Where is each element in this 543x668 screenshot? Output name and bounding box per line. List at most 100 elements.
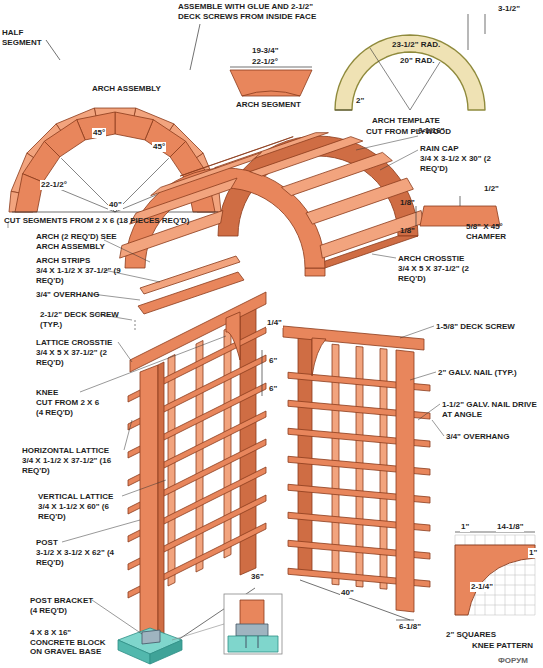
callout-label: 6-1/8" (398, 622, 422, 632)
callout-label: 3/4 X 5 X 37-1/2" (2 REQ'D) (36, 348, 126, 367)
callout-label: ФОРУМ (498, 656, 528, 666)
callout-label: 14-1/8" (496, 522, 524, 532)
dimension-line (262, 350, 263, 396)
callout-label: 2-1/4" (470, 582, 494, 592)
part-name: KNEE PATTERN (472, 641, 533, 651)
part-name: ARCH CROSSTIE (398, 254, 464, 264)
callout-label: 2" (356, 96, 364, 106)
callout-label: 4 X 8 X 16" CONCRETE BLOCK ON GRAVEL BAS… (30, 628, 108, 657)
inset-block (228, 636, 278, 652)
leader-line (118, 342, 132, 362)
leader-line (104, 240, 150, 262)
leader-line (372, 254, 396, 258)
vertical-lattice (196, 341, 203, 573)
leader-line (46, 40, 60, 60)
callout-label: 1/4" (266, 318, 283, 328)
leader-line (92, 600, 142, 634)
leader-line (124, 420, 132, 450)
callout-label: 3/4 X 5 X 37-1/2" (2 REQ'D) (398, 264, 498, 283)
dimension-line (335, 110, 352, 111)
callout-label: HALF SEGMENT (2, 28, 46, 47)
arch-template (335, 35, 485, 110)
callout-label: 3/4 X 1-1/2 X 60" (6 REQ'D) (38, 502, 128, 521)
lattice-crosstie (130, 292, 266, 372)
post-side (158, 362, 164, 640)
callout-label: CUT FROM 2 X 6 (4 REQ'D) (36, 398, 108, 417)
part-name: RAIN CAP (420, 144, 459, 154)
inset-bracket (236, 624, 268, 636)
lattice-crosstie (283, 326, 424, 350)
rain-cap-exploded (138, 272, 244, 314)
callout-label: 45° (152, 142, 166, 152)
callout-label: 2" SQUARES (446, 630, 496, 640)
part-name: POST (36, 538, 58, 548)
dimension-line (460, 196, 461, 206)
callout-label: 6" (268, 356, 278, 366)
callout-label: 1/8" (400, 226, 415, 236)
leader-line (432, 420, 444, 436)
vertical-lattice (224, 327, 231, 559)
arch-segment-detail (230, 70, 312, 96)
callout-label: CUT SEGMENTS FROM 2 X 6 (18 PIECES REQ'D… (4, 216, 190, 226)
callout-label: 2" GALV. NAIL (TYP.) (438, 368, 517, 378)
part-name: VERTICAL LATTICE (38, 492, 113, 502)
callout-label: 1-5/8" DECK SCREW (436, 322, 515, 332)
callout-label: 36" (250, 572, 265, 582)
leader-line (418, 404, 440, 420)
post-bracket (142, 630, 160, 644)
bracket-inset (224, 594, 282, 654)
callout-label: 1-1/2" GALV. NAIL DRIVE AT ANGLE (442, 400, 538, 419)
callout-label: 3-1/2 X 3-1/2 X 62" (4 REQ'D) (36, 548, 124, 567)
callout-label: 6" (268, 384, 278, 394)
callout-label: ARCH (2 REQ'D) SEE ARCH ASSEMBLY (36, 232, 122, 251)
radius-line (61, 158, 115, 212)
leader-line (485, 14, 486, 34)
arch-segment (115, 112, 153, 140)
segment-curve (242, 91, 300, 96)
radius-line (410, 62, 440, 110)
callout-label: 1" (528, 548, 538, 558)
callout-label: 3/4 X 1-1/2 X 37-1/2" (9 REQ'D) (36, 266, 136, 285)
callout-label: 3/4 X 1-1/2 X 37-1/2" (16 REQ'D) (22, 456, 122, 475)
callout-label: 23-1/2" RAD. (392, 40, 440, 50)
arch-strip (180, 137, 293, 176)
callout-label: 22-1/2° (252, 57, 278, 67)
anchor-bolt (258, 636, 259, 648)
part-name: POST BRACKET (30, 596, 93, 606)
anchor-bolt (246, 636, 247, 648)
leader-line (410, 372, 436, 380)
knee (226, 312, 240, 360)
callout-label: 19-3/4" (252, 46, 278, 56)
callout-label: 2-1/2" DECK SCREW (TYP.) (40, 310, 128, 329)
part-name: HORIZONTAL LATTICE (22, 446, 109, 456)
leader-line (62, 520, 140, 542)
part-name: ARCH TEMPLATE (372, 116, 440, 126)
leader-line (356, 136, 418, 150)
part-name: KNEE (36, 388, 58, 398)
front-left-post (140, 365, 158, 646)
dimension-line (230, 67, 312, 68)
arch-strip (250, 137, 363, 176)
vertical-lattice (168, 355, 175, 587)
screw-axis (135, 320, 136, 332)
part-name: ARCH SEGMENT (236, 100, 301, 110)
callout-label: 40" (340, 588, 355, 598)
callout-label: 3/4 X 3-1/2 X 30" (2 REQ'D) (420, 154, 512, 173)
callout-label: 5/8" X 45° CHAMFER (466, 222, 536, 241)
callout-label: 3/4" OVERHANG (36, 290, 99, 300)
part-name: ARCH STRIPS (36, 256, 90, 266)
leader-line (468, 14, 469, 50)
callout-label: 1/8" (400, 198, 415, 208)
leader-line (400, 326, 434, 338)
arch-segment (15, 174, 43, 212)
callout-label: 3-1/2" (498, 4, 520, 14)
dimension-line (396, 620, 414, 621)
callout-label: 20" RAD. (400, 56, 434, 66)
dimension-line (300, 580, 410, 620)
arch-crosstie-face (305, 268, 325, 276)
callout-label: 45° (92, 128, 106, 138)
callout-label: 1/2" (484, 184, 499, 194)
knee-pattern-shape (455, 545, 535, 615)
callout-label: 1" (460, 522, 470, 532)
